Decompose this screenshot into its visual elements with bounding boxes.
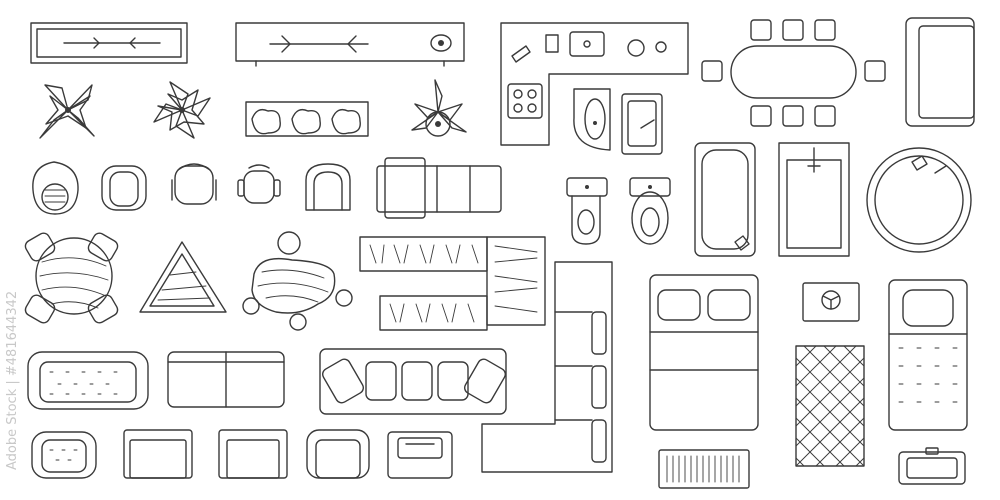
armchair-icon (123, 429, 193, 479)
sink-cabinet-icon (898, 447, 966, 485)
armchair-icon (218, 429, 288, 479)
potted-plant-icon (411, 79, 467, 137)
double-bed-icon (649, 274, 759, 431)
triangle-table-icon (139, 241, 227, 313)
single-bed-icon (888, 279, 968, 431)
sink-icon (573, 88, 611, 151)
corner-sofa-icon (481, 261, 613, 473)
bookshelf-icon (359, 236, 546, 331)
watermark-side-text: Adobe Stock | #481644342 (5, 291, 20, 470)
armchair-icon (101, 165, 147, 211)
l-shaped-kitchen-icon (500, 22, 689, 146)
planter-box-icon (245, 101, 369, 137)
egg-chair-icon (32, 161, 79, 215)
loveseat-icon (905, 17, 975, 127)
rug-icon (795, 345, 865, 467)
office-chair-icon (171, 163, 217, 205)
doormat-icon (658, 449, 750, 489)
sectional-sofa-icon (319, 348, 507, 415)
armchair-icon (305, 163, 351, 211)
round-bathtub-icon (866, 147, 972, 253)
armchair-icon (306, 429, 370, 479)
plant-icon (153, 81, 211, 139)
bathtub-icon (694, 142, 756, 257)
sofa-icon (27, 351, 149, 410)
sink-cabinet-icon (621, 93, 663, 155)
tv-icon (802, 282, 860, 322)
plant-icon (39, 84, 95, 139)
sofa-icon (167, 351, 285, 408)
desk-icon (242, 231, 353, 331)
round-table-icon (24, 232, 119, 324)
tv-stand-icon (30, 22, 188, 64)
armchair-icon (387, 431, 453, 479)
office-chair-icon (237, 164, 281, 204)
toilet-icon (566, 177, 608, 245)
armchair-icon (31, 431, 97, 479)
dining-table-icon (701, 19, 886, 127)
toilet-icon (629, 177, 671, 245)
recliner-icon (376, 157, 502, 219)
media-console-icon (235, 22, 465, 67)
shower-icon (778, 142, 850, 257)
